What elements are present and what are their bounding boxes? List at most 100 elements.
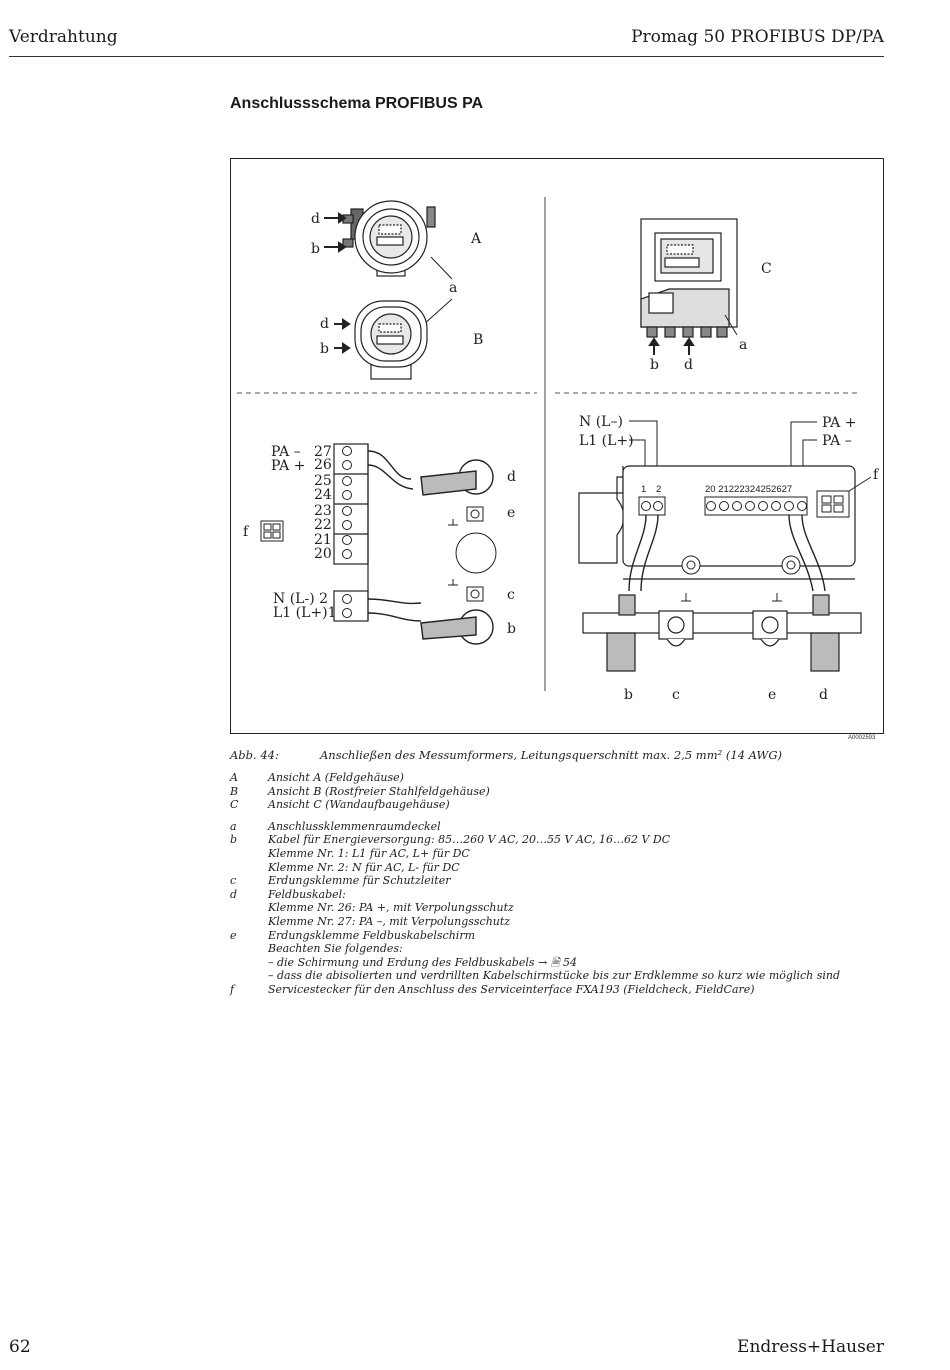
legend-row: e Erdungsklemme Feldbuskabelschirm	[230, 929, 850, 943]
legend-row: a Anschlussklemmenraumdeckel	[230, 820, 850, 834]
legend-subline: Klemme Nr. 26: PA +, mit Verpolungsschut…	[268, 901, 514, 915]
label-e-right: e	[768, 687, 776, 703]
shield-clamp-e-left	[448, 506, 484, 526]
gland-left	[455, 532, 497, 574]
legend: A Ansicht A (Feldgehäuse) B Ansicht B (Ros…	[230, 771, 850, 1005]
wiring-diagram: d b A a d b B	[230, 158, 884, 734]
ground-clamp-c-left	[448, 579, 484, 602]
legend-key: B	[230, 784, 239, 798]
terminal-screws-left	[342, 446, 352, 618]
ground-symbols-right	[681, 593, 782, 602]
legend-subline: Klemme Nr. 1: L1 für AC, L+ für DC	[268, 846, 470, 860]
terminal-23: 23	[314, 503, 332, 519]
label-b-left: b	[507, 621, 516, 637]
legend-subline: Klemme Nr. 27: PA –, mit Verpolungsschut…	[268, 914, 511, 928]
terminal-2-right: 2	[656, 484, 661, 495]
legend-text: Erdungsklemme für Schutzleiter	[268, 874, 451, 888]
terminal-block-right-a	[638, 496, 666, 516]
arrow-d-mid	[334, 318, 351, 330]
terminal-21: 21	[314, 532, 332, 548]
legend-key: e	[230, 928, 237, 942]
terminal-20: 20	[314, 546, 332, 562]
legend-text: Kabel für Energieversorgung: 85…260 V AC…	[268, 833, 671, 847]
legend-key: d	[230, 887, 238, 901]
label-b-mid: b	[320, 341, 329, 357]
legend-key: f	[230, 982, 235, 996]
label-view-c: C	[761, 261, 772, 277]
label-view-a: A	[470, 231, 482, 247]
arrow-b-c	[648, 337, 660, 355]
ground-rail-right	[582, 594, 862, 672]
header-section: Verdrahtung	[9, 27, 118, 47]
label-f-left: f	[243, 524, 250, 540]
legend-row: d Feldbuskabel:	[230, 888, 850, 902]
housing-a	[342, 200, 436, 277]
arrow-d-top	[324, 212, 347, 224]
legend-text: Ansicht B (Rostfreier Stahlfeldgehäuse)	[268, 784, 490, 798]
label-l1-left: L1 (L+)1	[273, 605, 337, 621]
terminal-24: 24	[314, 487, 332, 503]
legend-key: c	[230, 874, 237, 888]
legend-subline: – dass die abisolierten und verdrillten …	[268, 969, 841, 983]
legend-row: b Kabel für Energieversorgung: 85…260 V A…	[230, 833, 850, 847]
label-d-top: d	[311, 211, 320, 227]
legend-text: Anschlussklemmenraumdeckel	[268, 819, 441, 833]
legend-row: A Ansicht A (Feldgehäuse)	[230, 771, 850, 785]
legend-text: Erdungsklemme Feldbuskabelschirm	[268, 928, 476, 942]
terminal-strip-left	[333, 443, 369, 622]
label-c-right: c	[672, 687, 680, 703]
terminal-22: 22	[314, 517, 332, 533]
compartment-housing	[578, 465, 856, 580]
label-d-mid: d	[320, 316, 329, 332]
service-connector-right	[816, 476, 872, 518]
terminal-block-right-b	[704, 496, 808, 516]
label-cover-a: a	[449, 280, 457, 296]
leader-a-bottom	[422, 298, 453, 326]
service-connector-left	[260, 520, 284, 542]
label-e-left: e	[507, 505, 515, 521]
cables-right	[628, 514, 826, 592]
label-pa-minus-left: PA –	[271, 444, 301, 460]
legend-text: Ansicht A (Feldgehäuse)	[268, 771, 404, 784]
legend-subline: Klemme Nr. 2: N für AC, L- für DC	[268, 860, 460, 874]
label-pa-minus-right: PA –	[822, 433, 852, 449]
label-d-c: d	[684, 357, 693, 373]
page-number: 62	[9, 1337, 31, 1357]
label-b-c: b	[650, 357, 659, 373]
label-d-left: d	[507, 469, 516, 485]
legend-key: A	[230, 771, 238, 784]
leader-a-top	[430, 256, 453, 280]
terminal-numbers-right: 20 21222324252627	[705, 484, 792, 495]
legend-subline: – die Schirmung und Erdung des Feldbuska…	[268, 955, 578, 969]
header-product: Promag 50 PROFIBUS DP/PA	[631, 27, 884, 47]
label-cover-a-c: a	[739, 337, 747, 353]
label-d-right: d	[819, 687, 828, 703]
housing-b	[354, 300, 428, 380]
leader-a-c	[724, 314, 738, 336]
legend-text: Ansicht C (Wandaufbaugehäuse)	[268, 798, 450, 812]
terminal-27: 27	[314, 444, 332, 460]
figure-caption: Abb. 44:Anschließen des Messumformers, L…	[230, 748, 782, 762]
legend-items: a Anschlussklemmenraumdeckel b Kabel für E…	[230, 820, 850, 997]
legend-key: a	[230, 819, 237, 833]
section-title: Anschlussschema PROFIBUS PA	[230, 95, 484, 112]
figure-id: A0002593	[848, 735, 876, 741]
screws-right	[681, 555, 801, 575]
arrow-d-c	[683, 337, 695, 355]
label-n-left: N (L-) 2	[273, 591, 328, 607]
label-f-right: f	[873, 467, 880, 483]
label-c-left: c	[507, 587, 515, 603]
legend-text: Feldbuskabel:	[268, 887, 346, 901]
housing-c	[640, 218, 738, 338]
label-b-top: b	[311, 241, 320, 257]
label-view-b: B	[473, 332, 483, 348]
legend-views: A Ansicht A (Feldgehäuse) B Ansicht B (Ros…	[230, 771, 850, 812]
label-pa-plus-right: PA +	[822, 415, 856, 431]
legend-key: b	[230, 833, 238, 847]
legend-row: B Ansicht B (Rostfreier Stahlfeldgehäuse)	[230, 785, 850, 799]
terminal-1-right: 1	[641, 484, 646, 495]
leader-lines-right	[629, 420, 817, 477]
legend-row: c Erdungsklemme für Schutzleiter	[230, 874, 850, 888]
fieldbus-cable-left	[367, 450, 494, 496]
